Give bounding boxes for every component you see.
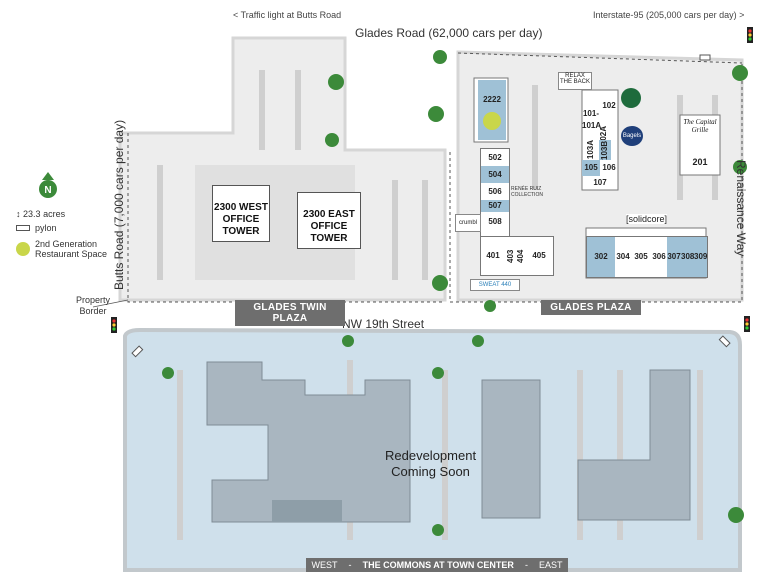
starbucks-logo-icon: [621, 88, 641, 108]
redevelopment-label: Redevelopment Coming Soon: [385, 448, 477, 479]
restaurant-fork-knife-icon: [16, 242, 30, 256]
unit-304: 304: [616, 252, 630, 261]
acres-icon: ↕: [16, 209, 21, 219]
renaissance-way-label: Renaissance Way: [734, 160, 748, 257]
unit-504: 504: [481, 166, 509, 183]
unit-507: 507: [481, 200, 509, 212]
unit-block-500: 502 504 506 507 508: [480, 148, 510, 238]
unit-107: 107: [593, 178, 607, 187]
unit-103a: 103A: [586, 140, 595, 160]
restaurant-fork-knife-icon: [483, 112, 501, 130]
unit-306: 306: [652, 252, 666, 261]
unit-302: 302: [587, 237, 615, 277]
commons-building-west: [206, 361, 411, 523]
pylon-icons: [131, 54, 731, 358]
pylon-icon: [16, 225, 30, 231]
unit-305: 305: [634, 252, 648, 261]
unit-106: 106: [602, 163, 616, 172]
traffic-light-note: < Traffic light at Butts Road: [233, 10, 342, 20]
unit-308: 308: [681, 237, 694, 277]
unit-2222: 2222: [478, 80, 506, 140]
acres-legend: ↕ 23.3 acres: [16, 209, 66, 219]
glades-twin-plaza-label: GLADES TWIN PLAZA: [235, 300, 345, 326]
relax-the-back-logo: RELAX THE BACK: [558, 72, 592, 90]
unit-307: 307: [667, 237, 681, 277]
glades-plaza-label: GLADES PLAZA: [541, 300, 641, 315]
north-letter: N: [44, 185, 51, 196]
renee-ruiz-logo: RENÉE RUIZ COLLECTION: [511, 186, 543, 198]
unit-102: 102: [602, 101, 616, 110]
unit-508: 508: [488, 217, 502, 226]
capital-grille-logo: The Capital Grille: [683, 118, 717, 134]
unit-block-400: 401 403 404 405: [480, 236, 554, 276]
unit-105: 105: [582, 160, 600, 176]
bagels-logo: Bagels: [621, 126, 643, 146]
traffic-light-icons: [111, 27, 753, 333]
commons-building-east: [577, 369, 691, 521]
unit-103b: 103B: [599, 140, 611, 160]
unit-403: 403: [506, 249, 515, 263]
unit-401: 401: [486, 251, 500, 260]
butts-road-label: Butts Road (7,000 cars per day): [112, 119, 126, 290]
tree-icons: [162, 50, 748, 536]
commons-building-middle: [481, 379, 541, 519]
unit-506: 506: [488, 187, 502, 196]
commons-at-town-center-label: WEST - THE COMMONS AT TOWN CENTER - EAST: [306, 558, 568, 572]
unit-101: 101-101A: [582, 109, 602, 130]
unit-405: 405: [532, 251, 546, 260]
interstate-note: Interstate-95 (205,000 cars per day) >: [593, 10, 745, 20]
north-arrow-icon: N: [39, 172, 57, 198]
nw-19th-street-label: NW 19th Street: [342, 317, 425, 331]
solidcore-logo: [solidcore]: [626, 214, 668, 224]
glades-road-label: Glades Road (62,000 cars per day): [355, 26, 543, 40]
crumbl-logo: crumbl: [455, 214, 481, 232]
unit-502: 502: [488, 153, 502, 162]
unit-404: 404: [516, 249, 525, 263]
unit-309: 309: [694, 237, 707, 277]
property-border-label: Property Border: [76, 295, 111, 316]
pylon-legend: pylon: [16, 223, 107, 233]
unit-201: 201: [692, 157, 708, 167]
sweat-440-logo: SWEAT 440: [470, 279, 520, 291]
unit-block-300: 302 304 305 306 307 308 309: [586, 236, 708, 278]
